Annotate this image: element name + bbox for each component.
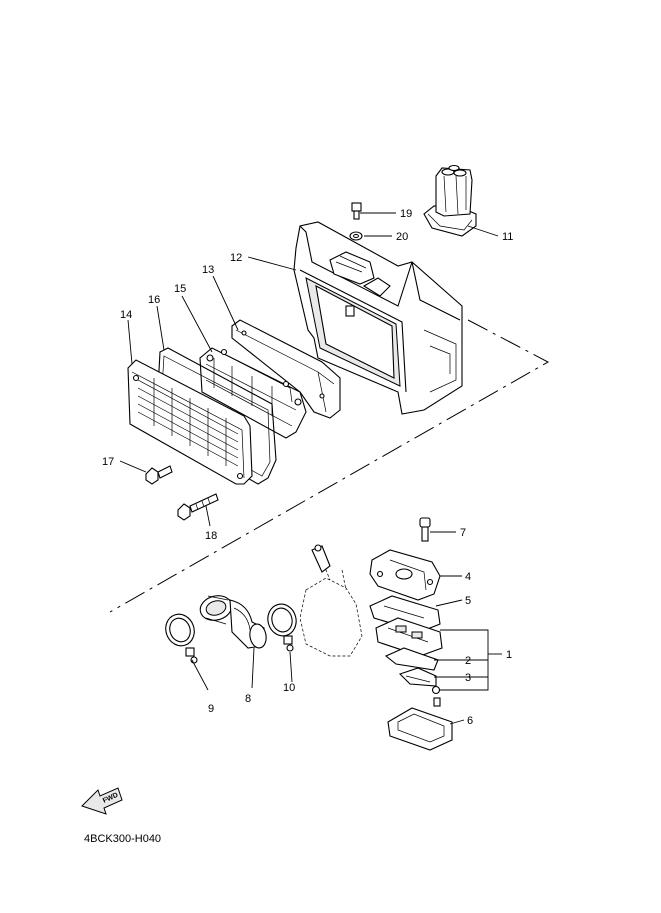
part-8-intake-joint — [199, 595, 267, 649]
callout-12: 12 — [230, 252, 242, 264]
part-19-bolt — [351, 202, 362, 220]
part-17-bolt — [145, 465, 173, 485]
part-10-clamp — [267, 603, 297, 652]
callout-19: 19 — [400, 208, 412, 220]
callout-6: 6 — [467, 715, 473, 727]
callout-10: 10 — [283, 682, 295, 694]
callout-4: 4 — [465, 571, 471, 583]
fwd-arrow-icon: FWD — [81, 787, 123, 815]
section-boundary-upper — [109, 319, 550, 613]
part-13-cover-plate — [231, 319, 341, 419]
callout-2: 2 — [465, 655, 471, 667]
part-15-element-frame — [199, 347, 307, 439]
part-12-air-filter-case — [293, 221, 463, 415]
callout-8: 8 — [245, 693, 251, 705]
callout-3: 3 — [465, 672, 471, 684]
callout-13: 13 — [202, 264, 214, 276]
leader-lines — [119, 212, 502, 725]
callout-15: 15 — [174, 283, 186, 295]
part-1-reed-valve-assembly — [375, 617, 443, 657]
callout-16: 16 — [148, 294, 160, 306]
callout-18: 18 — [205, 530, 217, 542]
callout-5: 5 — [465, 595, 471, 607]
part-2-reed-petal — [384, 647, 439, 671]
callout-1: 1 — [506, 649, 512, 661]
part-7-bolt — [419, 517, 431, 542]
part-1-screws — [431, 685, 441, 707]
callout-7: 7 — [460, 527, 466, 539]
part-9-clamp — [165, 613, 198, 664]
part-5-gasket — [369, 595, 441, 633]
part-6-gasket — [387, 707, 453, 751]
callout-14: 14 — [120, 309, 132, 321]
part-20-washer — [349, 231, 363, 241]
carburetor-outline — [299, 544, 363, 657]
callout-20: 20 — [396, 231, 408, 243]
part-4-reed-cover — [369, 549, 441, 601]
part-14-filter-element — [127, 359, 253, 485]
diagram-code: 4BCK300-H040 — [84, 833, 161, 845]
callout-labels: 19 20 11 12 13 15 16 14 17 18 7 4 5 2 3 … — [102, 208, 513, 727]
callout-9: 9 — [208, 703, 214, 715]
part-18-bolt — [177, 493, 219, 521]
callout-17: 17 — [102, 456, 114, 468]
callout-11: 11 — [502, 231, 513, 243]
part-11-intake-duct — [423, 164, 477, 237]
part-3-reed-stopper — [398, 667, 437, 687]
